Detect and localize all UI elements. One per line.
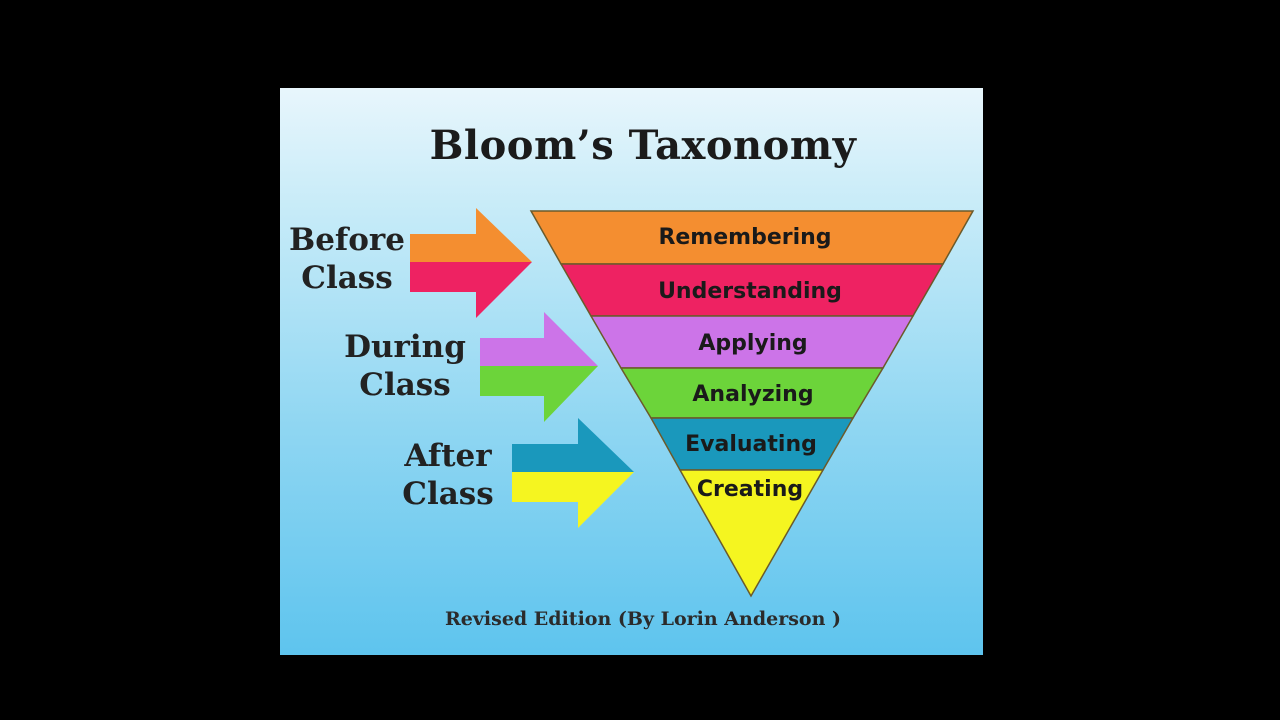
- layer-label-remembering: Remembering: [658, 225, 831, 250]
- during-arrow-bottom: [480, 366, 598, 422]
- layer-creating: [678, 469, 825, 598]
- after-class-line2: Class: [402, 476, 494, 512]
- during-class-line1: During: [344, 329, 466, 365]
- before-class-line2: Class: [301, 260, 393, 296]
- layer-label-analyzing: Analyzing: [692, 382, 813, 407]
- after-class-line1: After: [404, 438, 492, 474]
- before-class-label: Before Class: [286, 221, 408, 297]
- diagram-title: Bloom’s Taxonomy: [429, 122, 857, 169]
- slide: Bloom’s Taxonomy Remembering Understandi…: [280, 88, 983, 655]
- before-class-line1: Before: [289, 222, 405, 258]
- footer-credit: Revised Edition (By Lorin Anderson ): [444, 608, 842, 630]
- during-class-label: During Class: [340, 328, 470, 404]
- after-arrow-bottom: [512, 472, 634, 528]
- after-class-arrow: [512, 418, 634, 528]
- layer-label-creating: Creating: [697, 477, 803, 502]
- taxonomy-diagram: Remembering Understanding Applying Analy…: [410, 208, 975, 598]
- during-class-arrow: [480, 312, 598, 422]
- layer-label-evaluating: Evaluating: [685, 432, 817, 457]
- during-arrow-top: [480, 312, 598, 366]
- before-arrow-bottom: [410, 262, 532, 318]
- before-arrow-top: [410, 208, 532, 262]
- layer-label-applying: Applying: [698, 331, 807, 356]
- during-class-line2: Class: [359, 367, 451, 403]
- after-class-label: After Class: [392, 437, 504, 513]
- before-class-arrow: [410, 208, 532, 318]
- layer-label-understanding: Understanding: [658, 279, 842, 304]
- after-arrow-top: [512, 418, 634, 472]
